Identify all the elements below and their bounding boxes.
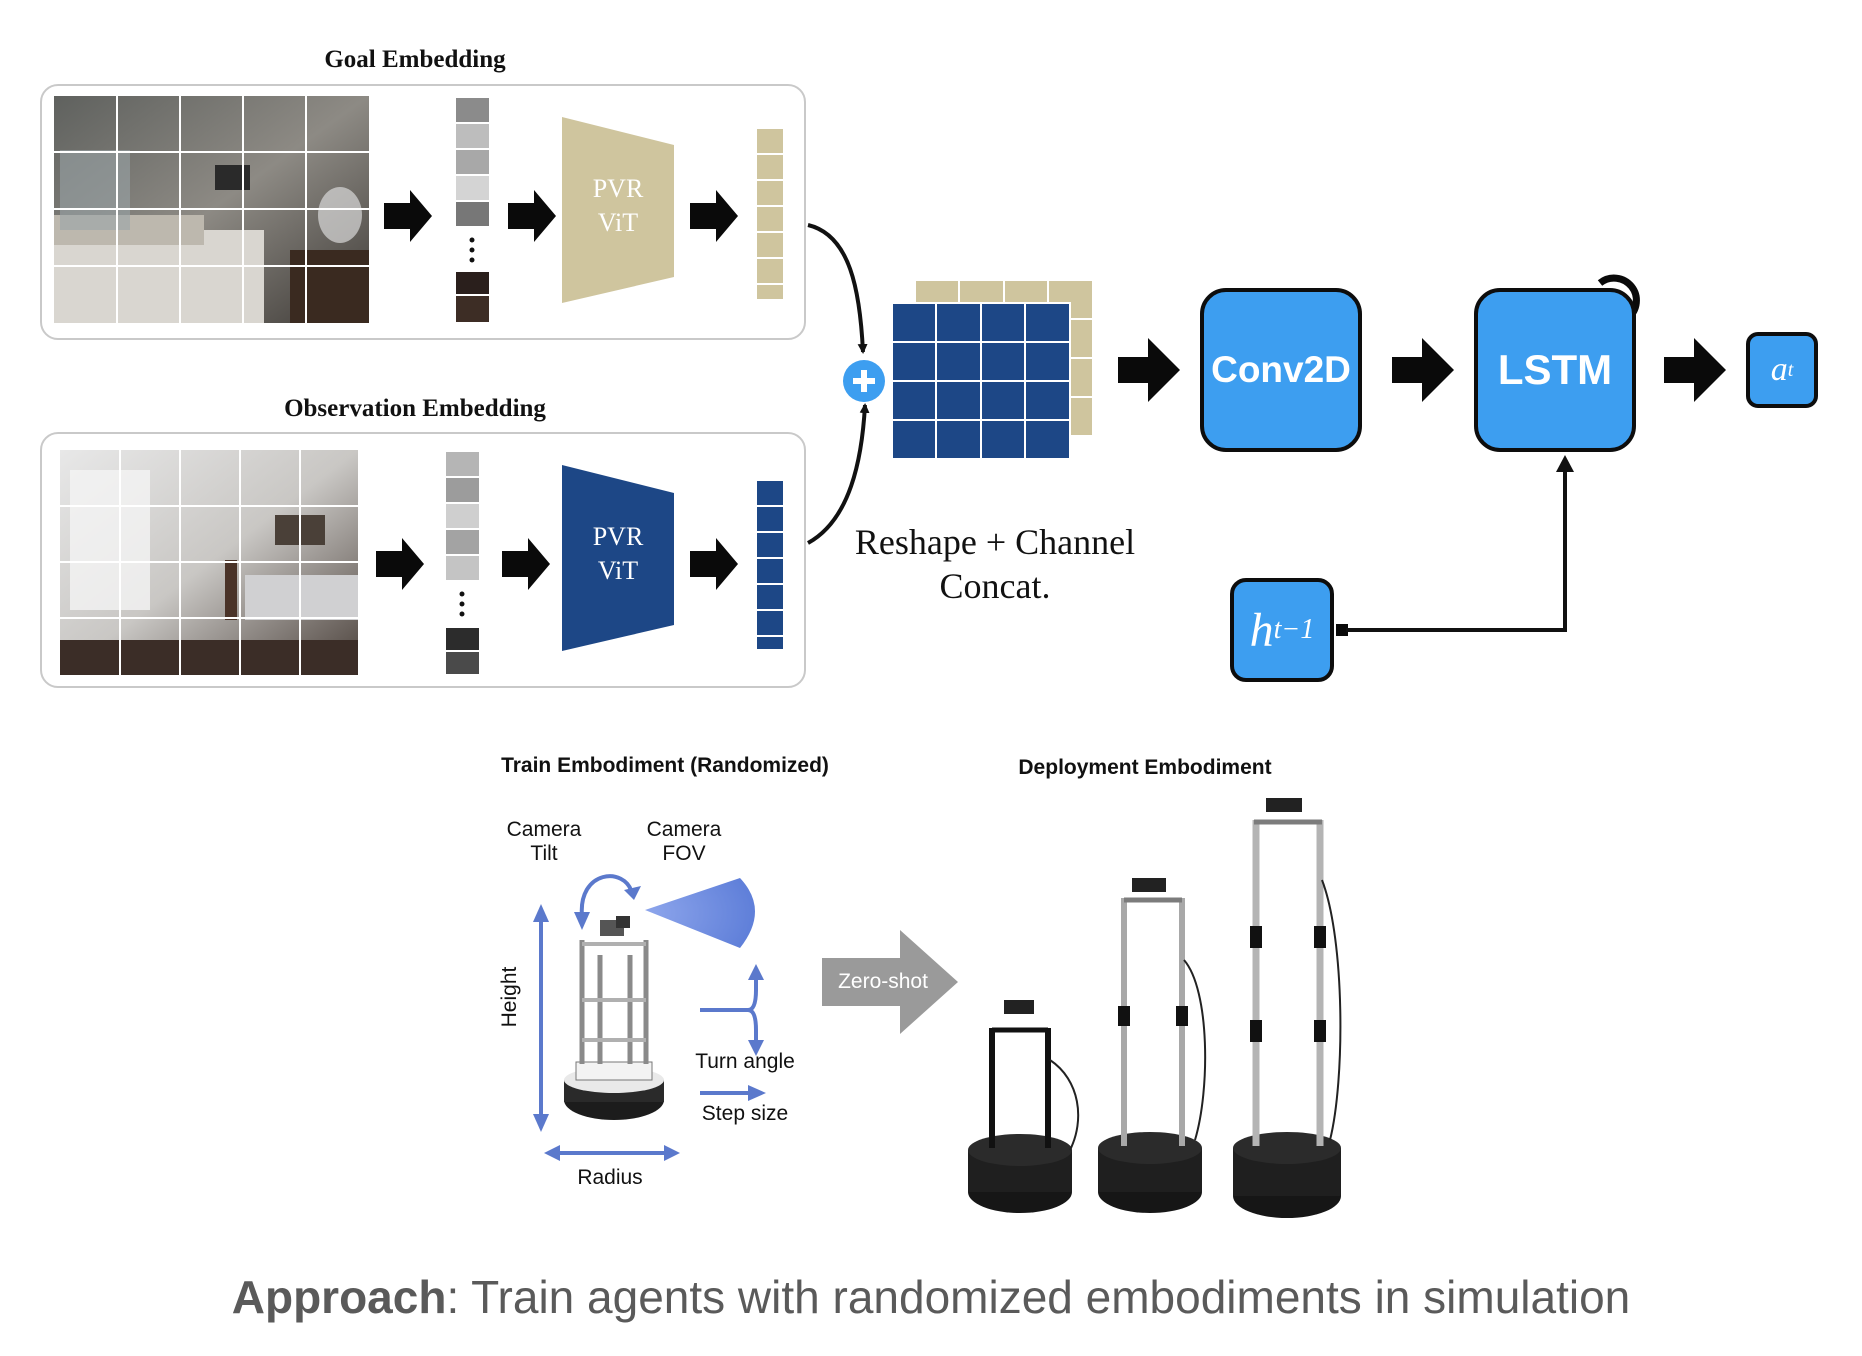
zero-shot-arrow: [822, 930, 958, 1034]
concat-caption-line2: Concat.: [939, 566, 1051, 606]
camera-fov-label-line1: Camera: [646, 818, 722, 841]
train-embodiment-title: Train Embodiment (Randomized): [501, 754, 829, 777]
lstm-label: LSTM: [1497, 346, 1613, 393]
goal-encoder-label-line2: ViT: [597, 208, 639, 237]
train-robot-image: [564, 916, 664, 1120]
plus-icon: [843, 360, 885, 402]
height-label: Height: [498, 966, 521, 1028]
turn-angle-label: Turn angle: [695, 1050, 795, 1073]
observation-encoder-label-line2: ViT: [597, 556, 639, 585]
goal-encoder-label: PVR ViT: [562, 172, 674, 240]
height-arrow: [533, 904, 549, 1132]
camera-fov-label: Camera FOV: [634, 818, 734, 866]
camera-tilt-label: Camera Tilt: [494, 818, 594, 866]
zero-shot-label: Zero-shot: [838, 970, 928, 993]
observation-embedding-vector: [755, 479, 785, 651]
action-label: a: [1770, 351, 1788, 388]
approach-caption-bold: Approach: [231, 1271, 447, 1323]
deployment-robot-short: [968, 1000, 1080, 1213]
conv2d-label: Conv2D: [1211, 349, 1351, 390]
concat-caption-line1: Reshape + Channel: [854, 522, 1136, 562]
camera-tilt-label-line2: Tilt: [530, 842, 558, 865]
observation-feature-grid: [891, 302, 1071, 460]
camera-tilt-label-line1: Camera: [506, 818, 582, 841]
step-size-arrow: [700, 1085, 766, 1101]
turn-angle-icon: [700, 964, 764, 1056]
approach-caption: Approach: Train agents with randomized e…: [0, 1270, 1862, 1324]
radius-arrow: [544, 1145, 680, 1161]
approach-caption-rest: : Train agents with randomized embodimen…: [446, 1271, 1631, 1323]
goal-patch-column: [456, 98, 489, 322]
step-size-label: Step size: [701, 1102, 789, 1125]
goal-encoder-label-line1: PVR: [592, 174, 644, 203]
camera-fov-cone: [645, 878, 755, 948]
conv2d-block: Conv2D: [1200, 288, 1362, 452]
goal-embedding-vector: [755, 127, 785, 301]
observation-embedding-title: Observation Embedding: [284, 395, 546, 422]
camera-tilt-arrow: [574, 874, 641, 930]
observation-encoder-label-line1: PVR: [592, 522, 644, 551]
goal-encoder-trapezoid: [562, 117, 674, 303]
radius-label: Radius: [577, 1166, 643, 1189]
hidden-state-subscript: t−1: [1273, 614, 1315, 645]
observation-patch-column: [446, 452, 479, 674]
goal-merge-curve: [807, 223, 868, 354]
observation-encoder-label: PVR ViT: [562, 520, 674, 588]
pipeline-arrows: [376, 190, 1726, 590]
camera-fov-label-line2: FOV: [662, 842, 706, 865]
deployment-robots-image: [968, 798, 1342, 1218]
concat-caption: Reshape + Channel Concat.: [830, 520, 1160, 608]
hidden-state-connector: [1336, 455, 1574, 636]
deployment-embodiment-title: Deployment Embodiment: [1018, 756, 1272, 779]
observation-merge-curve: [807, 403, 870, 545]
observation-image-grid: [60, 450, 358, 675]
deployment-robot-medium: [1098, 878, 1207, 1213]
goal-image-grid: [54, 96, 369, 323]
action-subscript: t: [1787, 358, 1794, 381]
observation-encoder-trapezoid: [562, 465, 674, 651]
hidden-state-label: h: [1249, 603, 1274, 657]
deployment-robot-tall: [1233, 798, 1342, 1218]
goal-embedding-title: Goal Embedding: [324, 46, 506, 73]
lstm-block: LSTM: [1474, 288, 1636, 452]
